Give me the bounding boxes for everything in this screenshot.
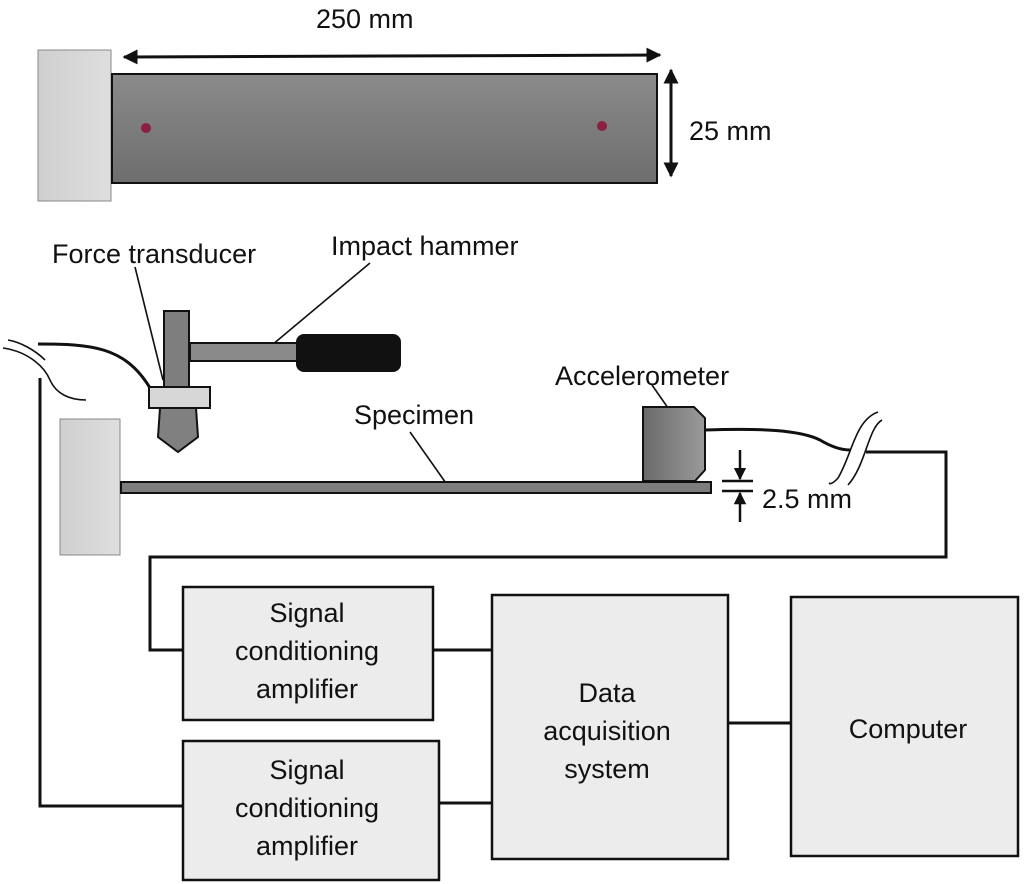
accelerometer-cable xyxy=(704,427,851,452)
signal-chain: Signal conditioning amplifier Signal con… xyxy=(181,585,1020,882)
cable-break-mark-left-1 xyxy=(2,347,87,401)
cable-break-mark-left-2 xyxy=(7,339,46,361)
amp1-label-line3: amplifier xyxy=(256,674,358,704)
side-specimen-beam xyxy=(120,481,712,494)
top-specimen-bar xyxy=(111,73,658,184)
computer: Computer xyxy=(789,595,1020,858)
cable-break-mark-right-1 xyxy=(828,411,879,485)
daq-label-line3: system xyxy=(564,754,650,784)
force-cable xyxy=(37,342,152,389)
force-signal-wire xyxy=(38,378,185,808)
specimen-label: Specimen xyxy=(354,400,474,430)
thickness-label: 2.5 mm xyxy=(762,484,852,514)
hammer-head xyxy=(163,310,190,390)
signal-amplifier-2: Signal conditioning amplifier xyxy=(181,739,441,882)
impact-hammer-leader xyxy=(271,262,371,346)
hammer-tip xyxy=(156,407,200,454)
computer-label: Computer xyxy=(849,714,968,744)
accelerometer-signal-wire xyxy=(148,450,948,652)
daq-label-line1: Data xyxy=(578,678,636,708)
signal-amplifier-1: Signal conditioning amplifier xyxy=(181,585,435,722)
side-view: Force transducer Impact hammer Specimen … xyxy=(2,231,948,808)
measurement-point-right xyxy=(597,121,607,131)
length-dimension-arrow xyxy=(122,47,662,65)
cable-break-mark-right-2 xyxy=(847,419,883,486)
amp2-label-line1: Signal xyxy=(269,755,344,785)
amp2-label-line2: conditioning xyxy=(235,793,379,823)
length-dimension-label: 250 mm xyxy=(316,4,414,34)
hammer-grip xyxy=(296,334,401,372)
force-transducer xyxy=(148,386,211,409)
top-clamp xyxy=(37,49,112,202)
data-acquisition-system: Data acquisition system xyxy=(490,593,730,861)
hammer-handle xyxy=(189,342,299,362)
force-transducer-leader xyxy=(134,266,164,381)
measurement-point-left xyxy=(141,123,151,133)
side-clamp xyxy=(59,418,121,556)
width-dimension-label: 25 mm xyxy=(689,116,772,146)
impact-hammer xyxy=(148,310,401,454)
daq-label-line2: acquisition xyxy=(543,716,671,746)
specimen-leader xyxy=(409,431,449,487)
amp1-label-line2: conditioning xyxy=(235,636,379,666)
top-view: 250 mm 25 mm xyxy=(37,4,772,202)
force-transducer-label: Force transducer xyxy=(52,239,256,269)
impact-hammer-label: Impact hammer xyxy=(331,231,519,261)
amp2-label-line3: amplifier xyxy=(256,831,358,861)
accelerometer xyxy=(642,406,706,482)
accelerometer-label: Accelerometer xyxy=(555,361,729,391)
amp1-label-line1: Signal xyxy=(269,598,344,628)
